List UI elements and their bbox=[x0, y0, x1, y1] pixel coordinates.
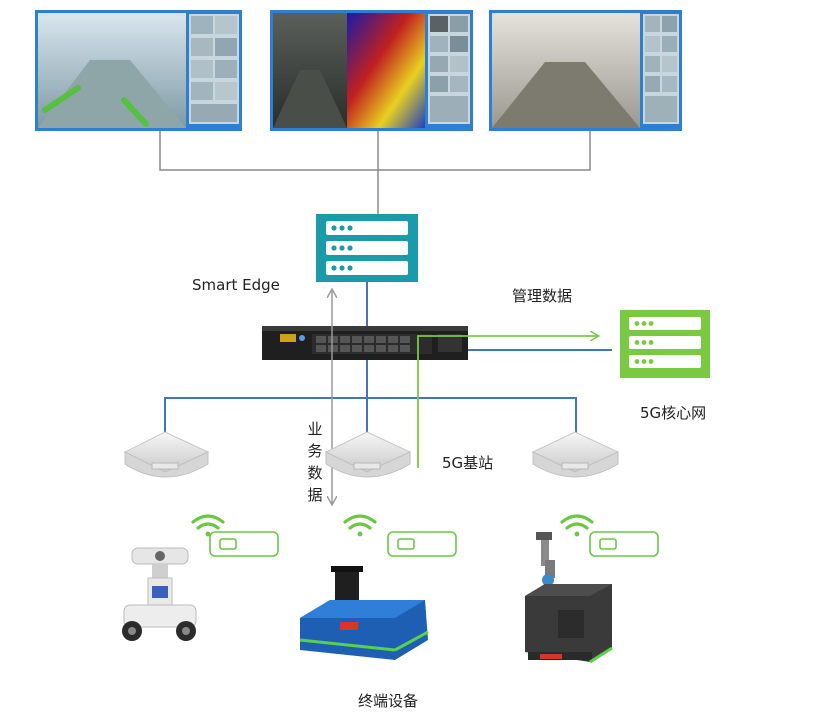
mobile-manipulator bbox=[525, 532, 613, 664]
smart-edge-label: Smart Edge bbox=[192, 276, 280, 294]
base-station-left bbox=[123, 431, 210, 478]
core-network-label: 5G核心网 bbox=[640, 404, 707, 422]
core-server-icon bbox=[620, 310, 710, 378]
base-station-label: 5G基站 bbox=[442, 454, 494, 472]
agv-blue bbox=[299, 566, 429, 660]
monitor-links bbox=[159, 131, 591, 214]
management-data-label: 管理数据 bbox=[512, 287, 573, 305]
management-data-arrow bbox=[417, 336, 598, 468]
wifi-icon bbox=[191, 514, 225, 537]
base-station-right bbox=[531, 431, 620, 478]
wifi-icon bbox=[560, 514, 594, 537]
monitor-screen-right bbox=[489, 10, 682, 131]
modem-icon bbox=[589, 531, 659, 557]
monitor-screen-left bbox=[35, 10, 242, 131]
business-data-label: 业务数据 bbox=[307, 420, 323, 504]
terminals-label: 终端设备 bbox=[358, 692, 419, 710]
patrol-robot bbox=[122, 547, 197, 641]
switch-links bbox=[164, 349, 612, 434]
base-station-center bbox=[324, 431, 412, 478]
network-switch bbox=[262, 326, 468, 360]
monitor-screen-center bbox=[270, 10, 473, 131]
modem-icon bbox=[387, 531, 457, 557]
edge-server-icon bbox=[316, 214, 418, 282]
wifi-icon bbox=[343, 514, 377, 537]
modem-icon bbox=[209, 531, 279, 557]
